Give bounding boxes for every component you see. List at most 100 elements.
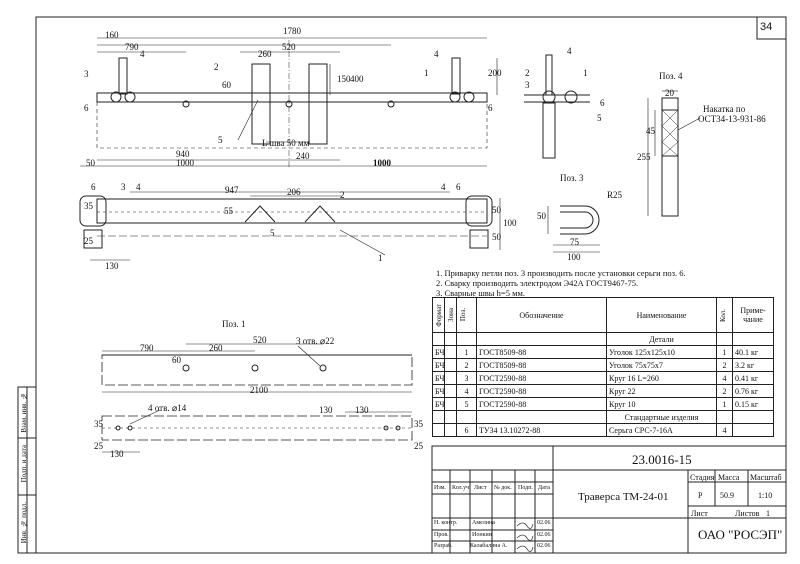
sheet-label: Лист <box>691 509 708 518</box>
cell: 5 <box>456 397 477 411</box>
section-standard: Стандартные изделия <box>606 410 717 424</box>
knurling-standard: ОСТ34-13-931-86 <box>698 114 766 124</box>
dim-label: 206 <box>287 187 301 197</box>
sheets-value: 1 <box>766 509 770 518</box>
cell: 4 <box>716 371 733 385</box>
col-designation: Обозначение <box>476 297 607 333</box>
pos3-title: Поз. 3 <box>560 173 584 183</box>
company-name: ОАО "РОСЭП" <box>698 527 783 542</box>
cell: 40.1 кг <box>732 345 774 359</box>
leader-label: 6 <box>84 103 89 113</box>
cell: ГОСТ2590-88 <box>476 384 607 398</box>
cell: ГОСТ2590-88 <box>476 371 607 385</box>
side-view-drawing <box>524 54 590 159</box>
section-parts: Детали <box>606 332 717 346</box>
sheets-label: Листов <box>735 509 760 518</box>
cell: Круг 16 L=260 <box>606 371 717 385</box>
leader-label: 5 <box>218 135 223 145</box>
leader-label: 6 <box>600 98 605 108</box>
dim-label: 150 <box>337 74 351 84</box>
weld-length-label: L шва 50 мм <box>262 138 310 148</box>
leader-label: 4 <box>140 49 145 59</box>
leader-label: 4 <box>567 46 572 56</box>
cell: 2 <box>456 358 477 372</box>
leader-label: 2 <box>340 190 345 200</box>
cell: 2 <box>716 384 733 398</box>
table-row: БЧ 5 ГОСТ2590-88 Круг 10 1 0.15 кг <box>432 397 774 411</box>
mass-label: Масса <box>718 473 740 482</box>
leader-label: 4 <box>434 49 439 59</box>
cell: 4 <box>456 384 477 398</box>
holes-14-label: 4 отв. ⌀14 <box>148 403 187 413</box>
sign-date: 02.06 <box>537 520 551 526</box>
scale-label: Масштаб <box>750 473 782 482</box>
sheet-number-box <box>756 16 787 40</box>
role-checked: Пров. <box>434 532 449 538</box>
dim-label: 1780 <box>283 26 301 36</box>
dim-label: 260 <box>209 343 223 353</box>
dim-label: 130 <box>355 405 369 415</box>
signature-marks <box>516 522 534 552</box>
cell: Уголок 75х75х7 <box>606 358 717 372</box>
leader-label: 5 <box>597 113 602 123</box>
cell: 0.76 кг <box>732 384 774 398</box>
leader-label: 5 <box>270 228 275 238</box>
pos1-drawing <box>101 343 413 453</box>
table-row: 6 ТУ34 13.10272-88 Серьга СРС-7-16А 4 <box>432 423 774 437</box>
dim-label: 520 <box>282 42 296 52</box>
dim-label: 260 <box>258 49 272 59</box>
cell <box>432 423 445 437</box>
leader-label: 3 <box>525 80 530 90</box>
dim-label: 1000 <box>176 158 194 168</box>
mass-value: 50.9 <box>720 491 734 500</box>
knurling-note: Накатка по <box>703 104 746 114</box>
note-3: 3. Сварные швы h=5 мм. <box>436 288 525 298</box>
dim-label: 60 <box>222 80 231 90</box>
col-data: Дата <box>538 485 550 491</box>
leader-label: 1 <box>424 68 429 78</box>
cell <box>732 423 774 437</box>
cell: ГОСТ2590-88 <box>476 397 607 411</box>
spec-header-row: Формат Зона Поз. Обозначение Наименовани… <box>432 297 774 333</box>
dim-label: 25 <box>414 441 423 451</box>
sign-date: 02.06 <box>537 532 551 538</box>
dim-label: 130 <box>319 405 333 415</box>
table-row: БЧ 2 ГОСТ8509-88 Уголок 75х75х7 2 3.2 кг <box>432 358 774 372</box>
cell: 3 <box>456 371 477 385</box>
dim-label: 60 <box>172 355 181 365</box>
cell: ТУ34 13.10272-88 <box>476 423 607 437</box>
dim-label: 25 <box>84 236 93 246</box>
dim-label: 200 <box>488 68 502 78</box>
leader-label: 6 <box>456 182 461 192</box>
note-1: 1. Приварку петли поз. 3 производить пос… <box>436 268 686 278</box>
cell: 1 <box>456 345 477 359</box>
cell: 0.41 кг <box>732 371 774 385</box>
dim-label: 75 <box>570 237 579 247</box>
dim-label: 55 <box>224 206 233 216</box>
leader-label: 2 <box>214 62 219 72</box>
holes-22-label: 3 отв. ⌀22 <box>296 336 335 346</box>
stamp-sign-date: Подп. и дата <box>20 445 28 483</box>
pos1-title: Поз. 1 <box>222 319 246 329</box>
dim-label: 947 <box>225 185 239 195</box>
dim-label: 20 <box>665 88 674 98</box>
scale-value: 1:10 <box>758 491 773 500</box>
note-2: 2. Сварку производить электродом Э42А ГО… <box>436 278 639 288</box>
leader-label: 6 <box>488 103 493 113</box>
col-list: Лист <box>474 485 487 491</box>
dim-label: 130 <box>105 261 119 271</box>
cell: БЧ <box>432 345 445 359</box>
dim-label: 100 <box>567 252 581 262</box>
col-note: Приме-чание <box>732 297 774 333</box>
leader-label: 6 <box>91 182 96 192</box>
dim-label: 45 <box>646 126 655 136</box>
pos4-title: Поз. 4 <box>659 71 683 81</box>
spec-section-row: Детали <box>432 332 774 346</box>
sheet-number: 34 <box>760 21 773 33</box>
col-name: Наименование <box>606 297 717 333</box>
stamp-inv-original: Инв. № подл. <box>20 502 28 544</box>
dim-label: 50 <box>537 211 546 221</box>
dim-label: 35 <box>414 419 423 429</box>
dim-label: 50 <box>492 205 501 215</box>
leader-label: 3 <box>121 182 126 192</box>
